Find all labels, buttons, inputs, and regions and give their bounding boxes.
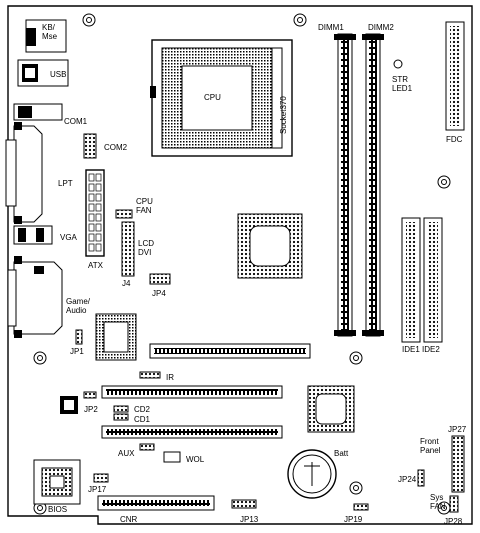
game-audio-connector: Game/Audio [7,256,91,338]
ir-label: IR [166,373,174,382]
wol-label: WOL [186,455,205,464]
atx-power-connector: ATX [85,169,105,270]
jp13-label: JP13 [240,515,259,524]
cd1-label: CD1 [134,415,151,424]
jp28-label: JP28 [444,517,463,526]
jp1-label: JP1 [70,347,84,356]
usb-connector: USB [17,59,69,87]
bios-label: BIOS [48,505,67,514]
pci-slot-1 [101,385,283,399]
cpu-socket-370: CPU Socket370 [150,39,293,157]
pci-slot-2 [101,425,283,439]
bios-chip: BIOS [33,459,81,514]
jp1-jumper: JP1 [70,329,84,356]
wol-connector: WOL [163,451,205,464]
aux-connector: AUX [118,443,155,458]
ide-label: IDE1 IDE2 [402,345,440,354]
jp4-jumper: JP4 [149,273,171,298]
jp13-jumper: JP13 [231,499,259,524]
audio-codec-chip [95,313,137,361]
jp2-jumper: JP2 [60,391,98,414]
southbridge-chip [307,385,355,433]
dimm1-slot: DIMM1 [318,23,356,337]
battery: Batt [287,449,349,499]
cd2-connector: CD2 [113,405,151,414]
fdc-connector: FDC [445,21,465,144]
dimm2-slot: DIMM2 [362,23,394,337]
jp17-label: JP17 [88,485,107,494]
cd2-label: CD2 [134,405,151,414]
aux-label: AUX [118,449,135,458]
northbridge-chip [237,213,303,279]
lpt-label: LPT [58,179,73,188]
com1-connector: COM1 [13,103,88,126]
jp19-label: JP19 [344,515,363,524]
dimm2-label: DIMM2 [368,23,394,32]
jp24-jumper: JP24 [398,469,425,487]
cpu-label: CPU [204,93,221,102]
kb-mse-label: KB/Mse [42,23,58,41]
ide2-connector [401,217,421,343]
dimm1-label: DIMM1 [318,23,344,32]
game-audio-label: Game/Audio [66,297,91,315]
ide1-connector [423,217,443,343]
ir-header: IR [139,371,174,382]
jp4-label: JP4 [152,289,166,298]
cnr-label: CNR [120,515,138,524]
fdc-label: FDC [446,135,463,144]
jp17-jumper: JP17 [88,473,109,494]
usb-label: USB [50,70,66,79]
lpt-connector: LPT [5,122,73,224]
j4-label: J4 [122,279,131,288]
cd1-connector: CD1 [113,413,151,424]
socket-label: Socket370 [279,96,288,134]
cnr-slot: CNR [97,495,215,524]
vga-label: VGA [60,233,78,242]
batt-label: Batt [334,449,349,458]
jp19-jumper: JP19 [344,503,369,524]
jp24-label: JP24 [398,475,417,484]
jp27-label: JP27 [448,425,467,434]
kb-mse-connector: KB/Mse [25,19,67,53]
com2-header: COM2 [83,133,128,159]
jp2-label: JP2 [84,405,98,414]
com2-label: COM2 [104,143,128,152]
vga-connector: VGA [13,225,78,245]
amr-slot [149,343,311,359]
com1-label: COM1 [64,117,88,126]
atx-label: ATX [88,261,104,270]
